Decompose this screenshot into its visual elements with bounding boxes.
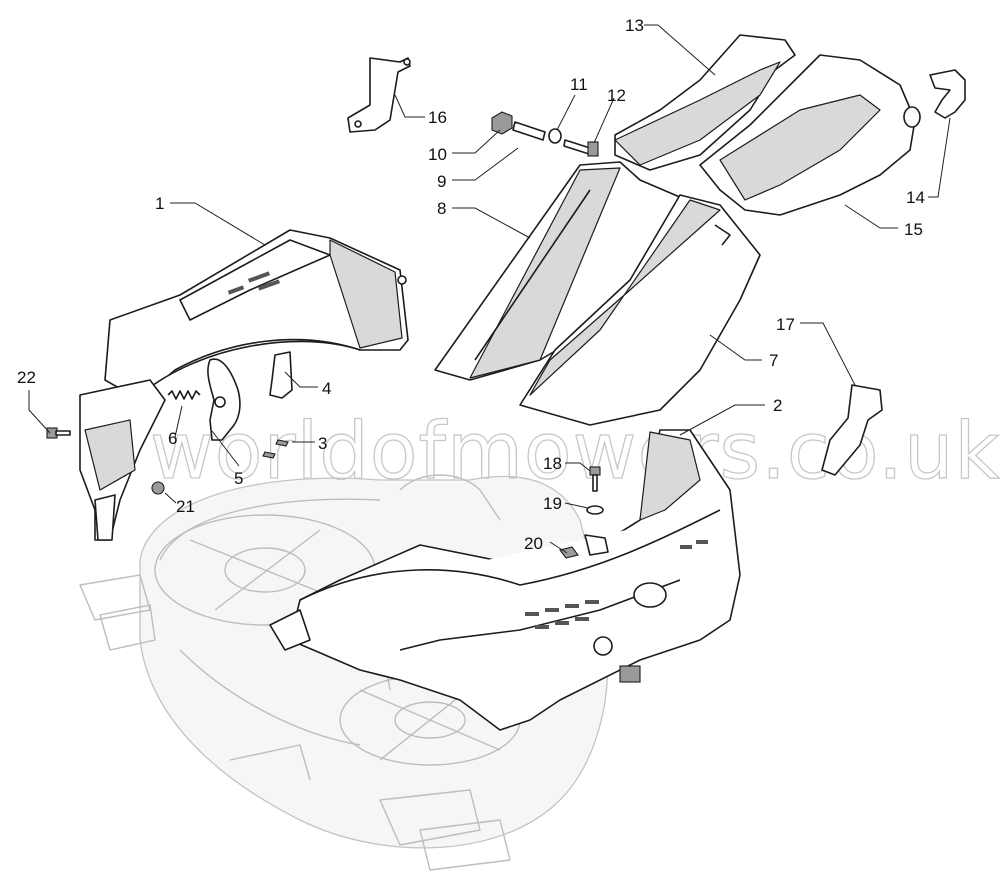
callout-labels: 1 2 3 4 5 6 7 8 9 10 11 12 13 14 15 16 1… — [17, 16, 925, 553]
part-3-screws — [262, 439, 289, 459]
callout-1: 1 — [155, 194, 164, 213]
callout-9: 9 — [437, 172, 446, 191]
part-16-bracket — [347, 57, 411, 133]
part-21-nut — [151, 481, 165, 495]
part-15-rear-chute — [699, 54, 921, 216]
callout-17: 17 — [776, 315, 795, 334]
parts-9-12-bolt-assembly — [491, 111, 599, 157]
vent-slots — [525, 540, 708, 629]
leader-lines — [28, 24, 951, 554]
callout-8: 8 — [437, 199, 446, 218]
part-2-rear-deflector — [269, 429, 741, 731]
part-7-chute-panel — [519, 194, 761, 426]
callout-22: 22 — [17, 368, 36, 387]
callout-14: 14 — [906, 188, 925, 207]
callout-6: 6 — [168, 429, 177, 448]
callout-19: 19 — [543, 494, 562, 513]
part-19-washer — [586, 505, 604, 515]
part-14-bracket — [929, 69, 966, 119]
part-1-left-deflector — [104, 229, 409, 401]
callout-7: 7 — [769, 351, 778, 370]
part-8-chute-panel — [434, 161, 711, 381]
callout-4: 4 — [322, 379, 331, 398]
part-20-nut — [559, 534, 609, 559]
callout-16: 16 — [428, 108, 447, 127]
callout-13: 13 — [625, 16, 644, 35]
part-13-top-cover — [614, 34, 796, 171]
callout-2: 2 — [773, 396, 782, 415]
callout-18: 18 — [543, 454, 562, 473]
part-4-clip — [269, 351, 293, 399]
callout-10: 10 — [428, 145, 447, 164]
callout-11: 11 — [570, 75, 588, 94]
part-6-spring — [167, 390, 201, 400]
callout-12: 12 — [607, 86, 626, 105]
callout-20: 20 — [524, 534, 543, 553]
callout-3: 3 — [318, 434, 327, 453]
part-17-bracket — [821, 384, 883, 476]
callout-21: 21 — [176, 497, 195, 516]
part-left-bracket — [79, 379, 166, 541]
callout-5: 5 — [234, 469, 243, 488]
callout-15: 15 — [904, 220, 923, 239]
part-5-lever — [207, 358, 241, 441]
part-22-bolt — [46, 427, 71, 439]
